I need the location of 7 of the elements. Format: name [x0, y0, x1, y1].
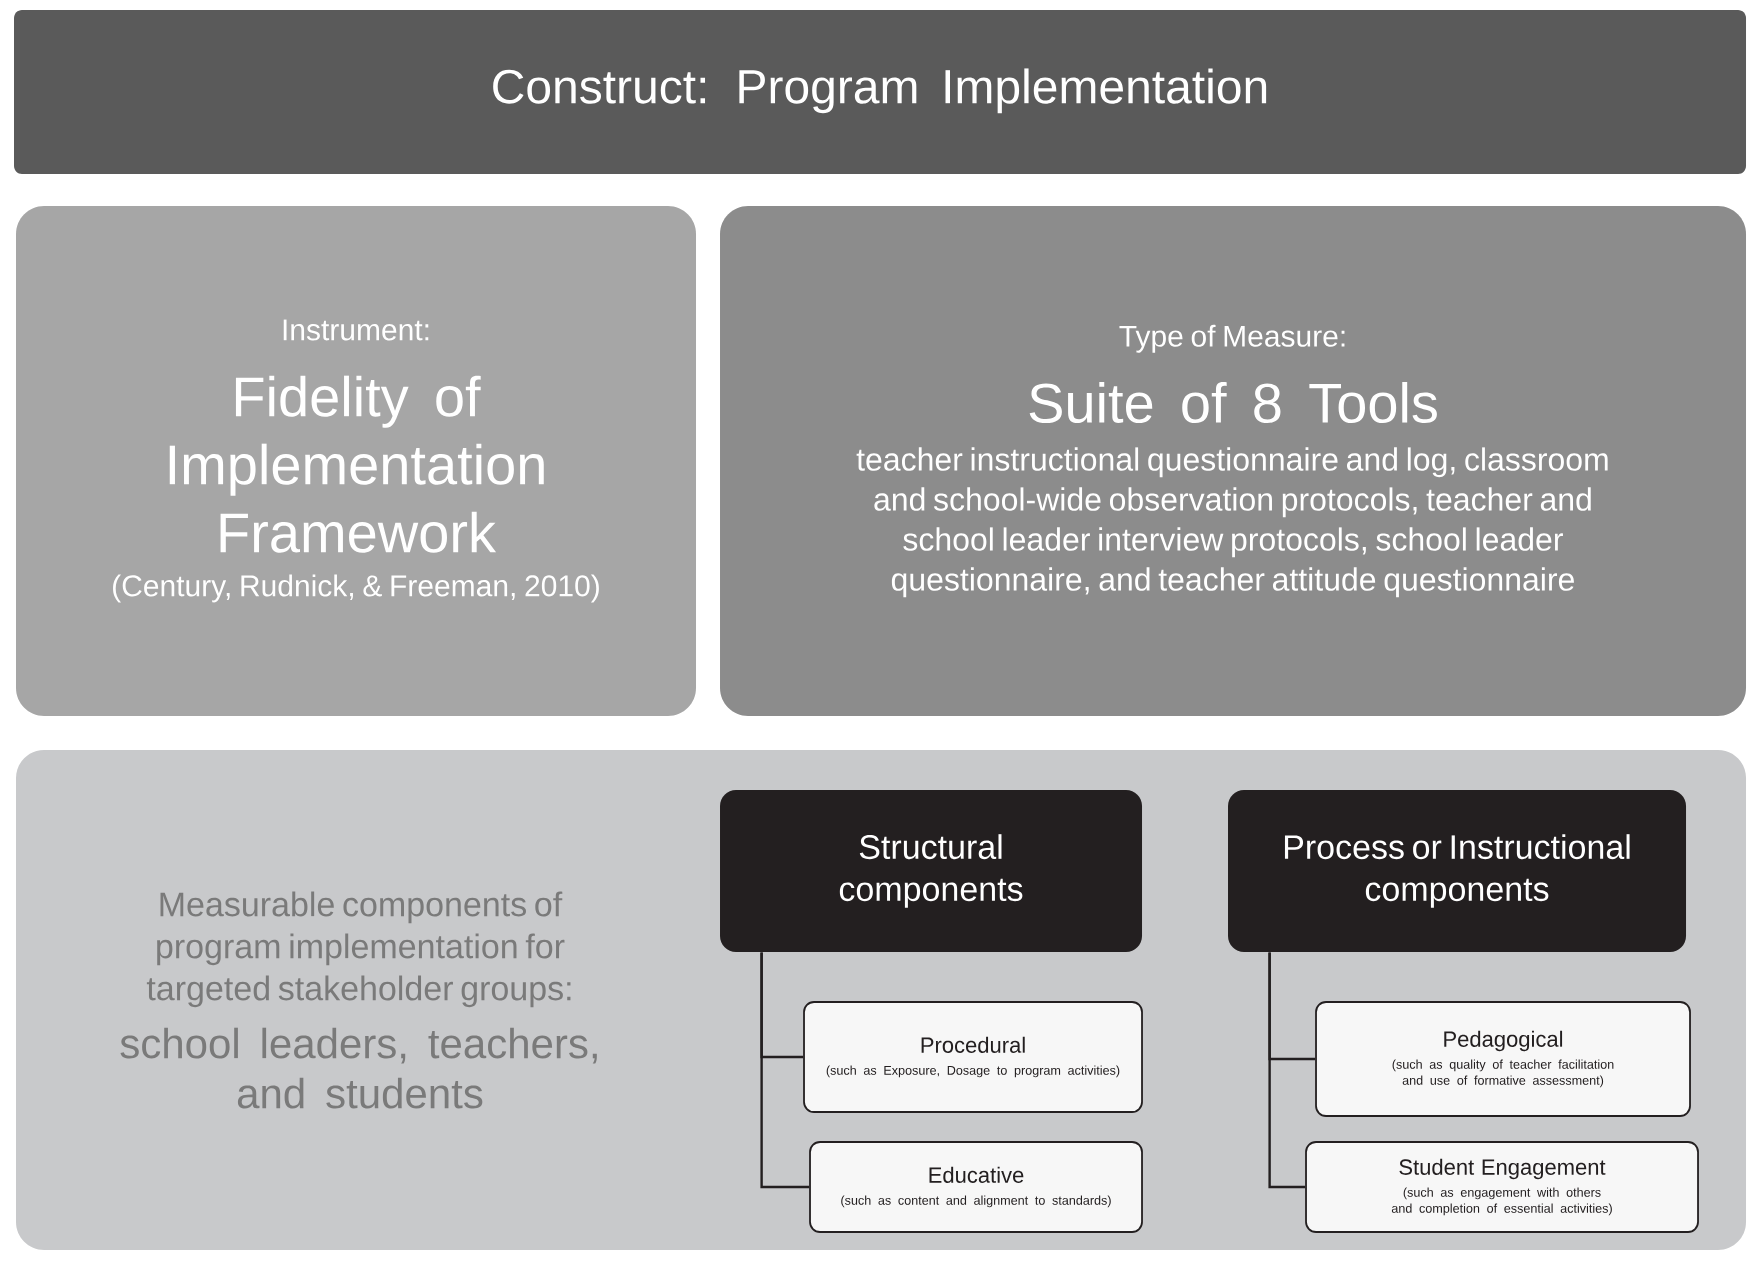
- info-panel: Instrument: Fidelity of Implementation Framework (Century, Rudnick, & Freeman, 2010): [16, 206, 696, 716]
- title-bar: Construct: Program Implementation: [14, 10, 1746, 174]
- connector-line: [760, 952, 810, 1189]
- category-box: Process or Instructional components: [1228, 790, 1686, 952]
- category-box: Structural components: [720, 790, 1142, 952]
- info-panel: Type of Measure: Suite of 8 Tools teacher instructional questionnaire and log, classroom and school-wide observation protocols, teacher and school leader interview protocols, school leader questionnaire, and teacher attitude questionnaire: [720, 206, 1746, 716]
- connector-line: [1268, 952, 1306, 1189]
